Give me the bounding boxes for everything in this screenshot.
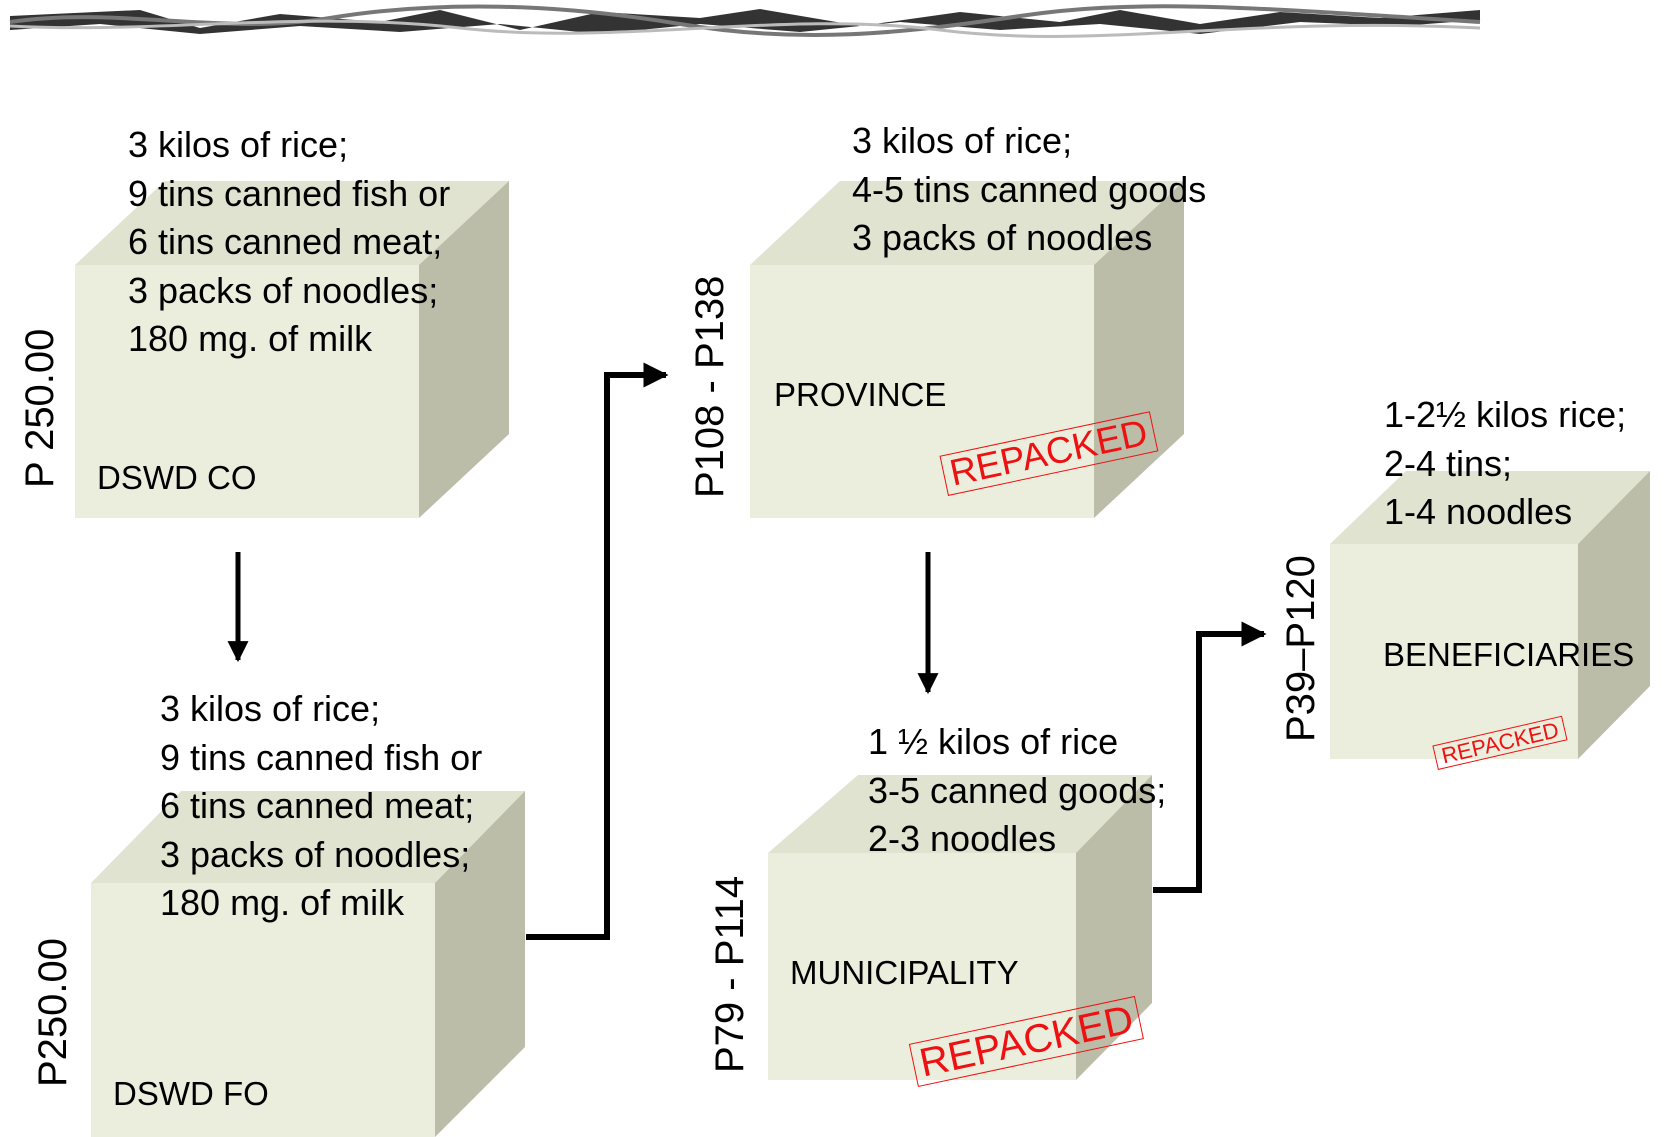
dswd-fo-item: 9 tins canned fish or — [160, 736, 483, 778]
municipality-items: 1 ½ kilos of rice 3-5 canned goods; 2-3 … — [868, 718, 1166, 864]
dswd-co-item: 180 mg. of milk — [128, 318, 373, 359]
dswd-fo-items: 3 kilos of rice; 9 tins canned fish or 6… — [160, 685, 482, 928]
municipality-item: 1 ½ kilos of rice — [868, 721, 1119, 762]
dswd-fo-item: 3 packs of noodles; — [160, 833, 471, 875]
beneficiaries-price: P39–P120 — [1279, 555, 1323, 742]
municipality-price: P79 - P114 — [708, 875, 752, 1073]
beneficiaries-item: 2-4 tins; — [1384, 442, 1513, 484]
beneficiaries-item: 1-2½ kilos rice; — [1384, 394, 1627, 435]
dswd-co-item: 3 kilos of rice; — [128, 124, 349, 165]
beneficiaries-items: 1-2½ kilos rice; 2-4 tins; 1-4 noodles — [1384, 391, 1626, 537]
municipality-label: MUNICIPALITY — [790, 954, 1019, 991]
municipality-item: 3-5 canned goods; — [868, 769, 1167, 811]
dswd-fo-price: P250.00 — [31, 937, 75, 1087]
province-item: 3 packs of noodles — [852, 217, 1153, 258]
box-province — [750, 181, 1184, 518]
dswd-co-item: 6 tins canned meat; — [128, 221, 443, 262]
dswd-fo-item: 180 mg. of milk — [160, 882, 405, 923]
arrow-fo-to-province — [526, 362, 669, 940]
beneficiaries-item: 1-4 noodles — [1384, 491, 1573, 532]
province-price: P108 - P138 — [688, 275, 732, 498]
box-dswd-fo — [91, 791, 525, 1137]
box-dswd-co — [75, 181, 509, 518]
province-label: PROVINCE — [774, 376, 947, 413]
dswd-co-label: DSWD CO — [97, 459, 257, 496]
header-band — [0, 4, 1481, 38]
box-beneficiaries — [1330, 471, 1650, 759]
province-item: 3 kilos of rice; — [852, 120, 1073, 161]
dswd-co-price: P 250.00 — [18, 328, 62, 488]
dswd-co-item: 9 tins canned fish or — [128, 172, 451, 214]
dswd-co-items: 3 kilos of rice; 9 tins canned fish or 6… — [128, 121, 450, 364]
arrow-municipality-to-beneficiaries — [1153, 621, 1267, 893]
province-items: 3 kilos of rice; 4-5 tins canned goods 3… — [852, 117, 1206, 263]
dswd-fo-item: 6 tins canned meat; — [160, 785, 475, 826]
province-item: 4-5 tins canned goods — [852, 168, 1207, 210]
dswd-fo-item: 3 kilos of rice; — [160, 688, 381, 729]
box-municipality — [768, 775, 1152, 1080]
beneficiaries-label: BENEFICIARIES — [1383, 636, 1635, 673]
dswd-fo-label: DSWD FO — [113, 1075, 269, 1112]
municipality-item: 2-3 noodles — [868, 818, 1057, 859]
dswd-co-item: 3 packs of noodles; — [128, 269, 439, 311]
